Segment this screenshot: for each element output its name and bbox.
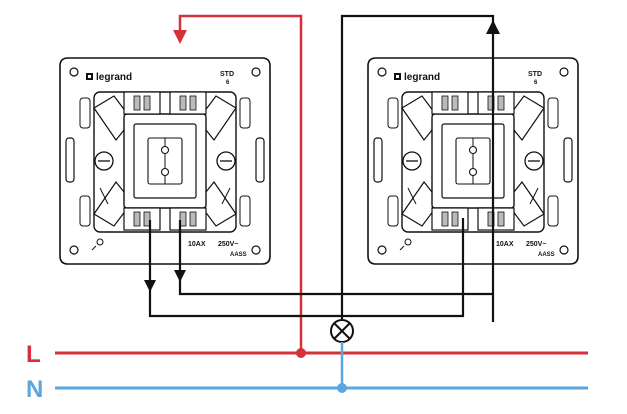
down-arrow-icon [174,270,186,282]
switch-right-rating: 10AX [496,241,514,248]
lamp-cross-icon [330,319,354,343]
junction-dot [296,348,306,358]
lamp-neutral-wire [337,342,347,393]
switch-left-model-no: 6 [226,80,230,86]
switch-right-model-no: 6 [534,80,538,86]
switch-left-code: AASS [230,252,247,258]
live-feed-wire [173,14,306,358]
switch-left-voltage: 250V~ [218,241,238,248]
down-arrow-icon [144,280,156,292]
switch-right-code: AASS [538,252,555,258]
neutral-label: N [26,376,43,403]
traveler-wire-1 [144,218,465,318]
down-arrow-icon [173,30,187,44]
switch-left-model: STD [220,71,234,78]
switch-left-brand: legrand [96,72,132,83]
junction-dot [337,383,347,393]
live-label: L [26,341,41,368]
switched-live-wire [340,14,500,322]
switch-left-rating: 10AX [188,241,206,248]
switch-right: legrand STD 6 10AX 250V~ AASS [367,57,579,265]
switch-right-model: STD [528,71,542,78]
switch-left: legrand STD 6 10AX 250V~ AASS [59,57,271,265]
up-arrow-icon [486,20,500,34]
switch-right-voltage: 250V~ [526,241,546,248]
switch-right-brand: legrand [404,72,440,83]
traveler-wire-2 [174,220,493,296]
